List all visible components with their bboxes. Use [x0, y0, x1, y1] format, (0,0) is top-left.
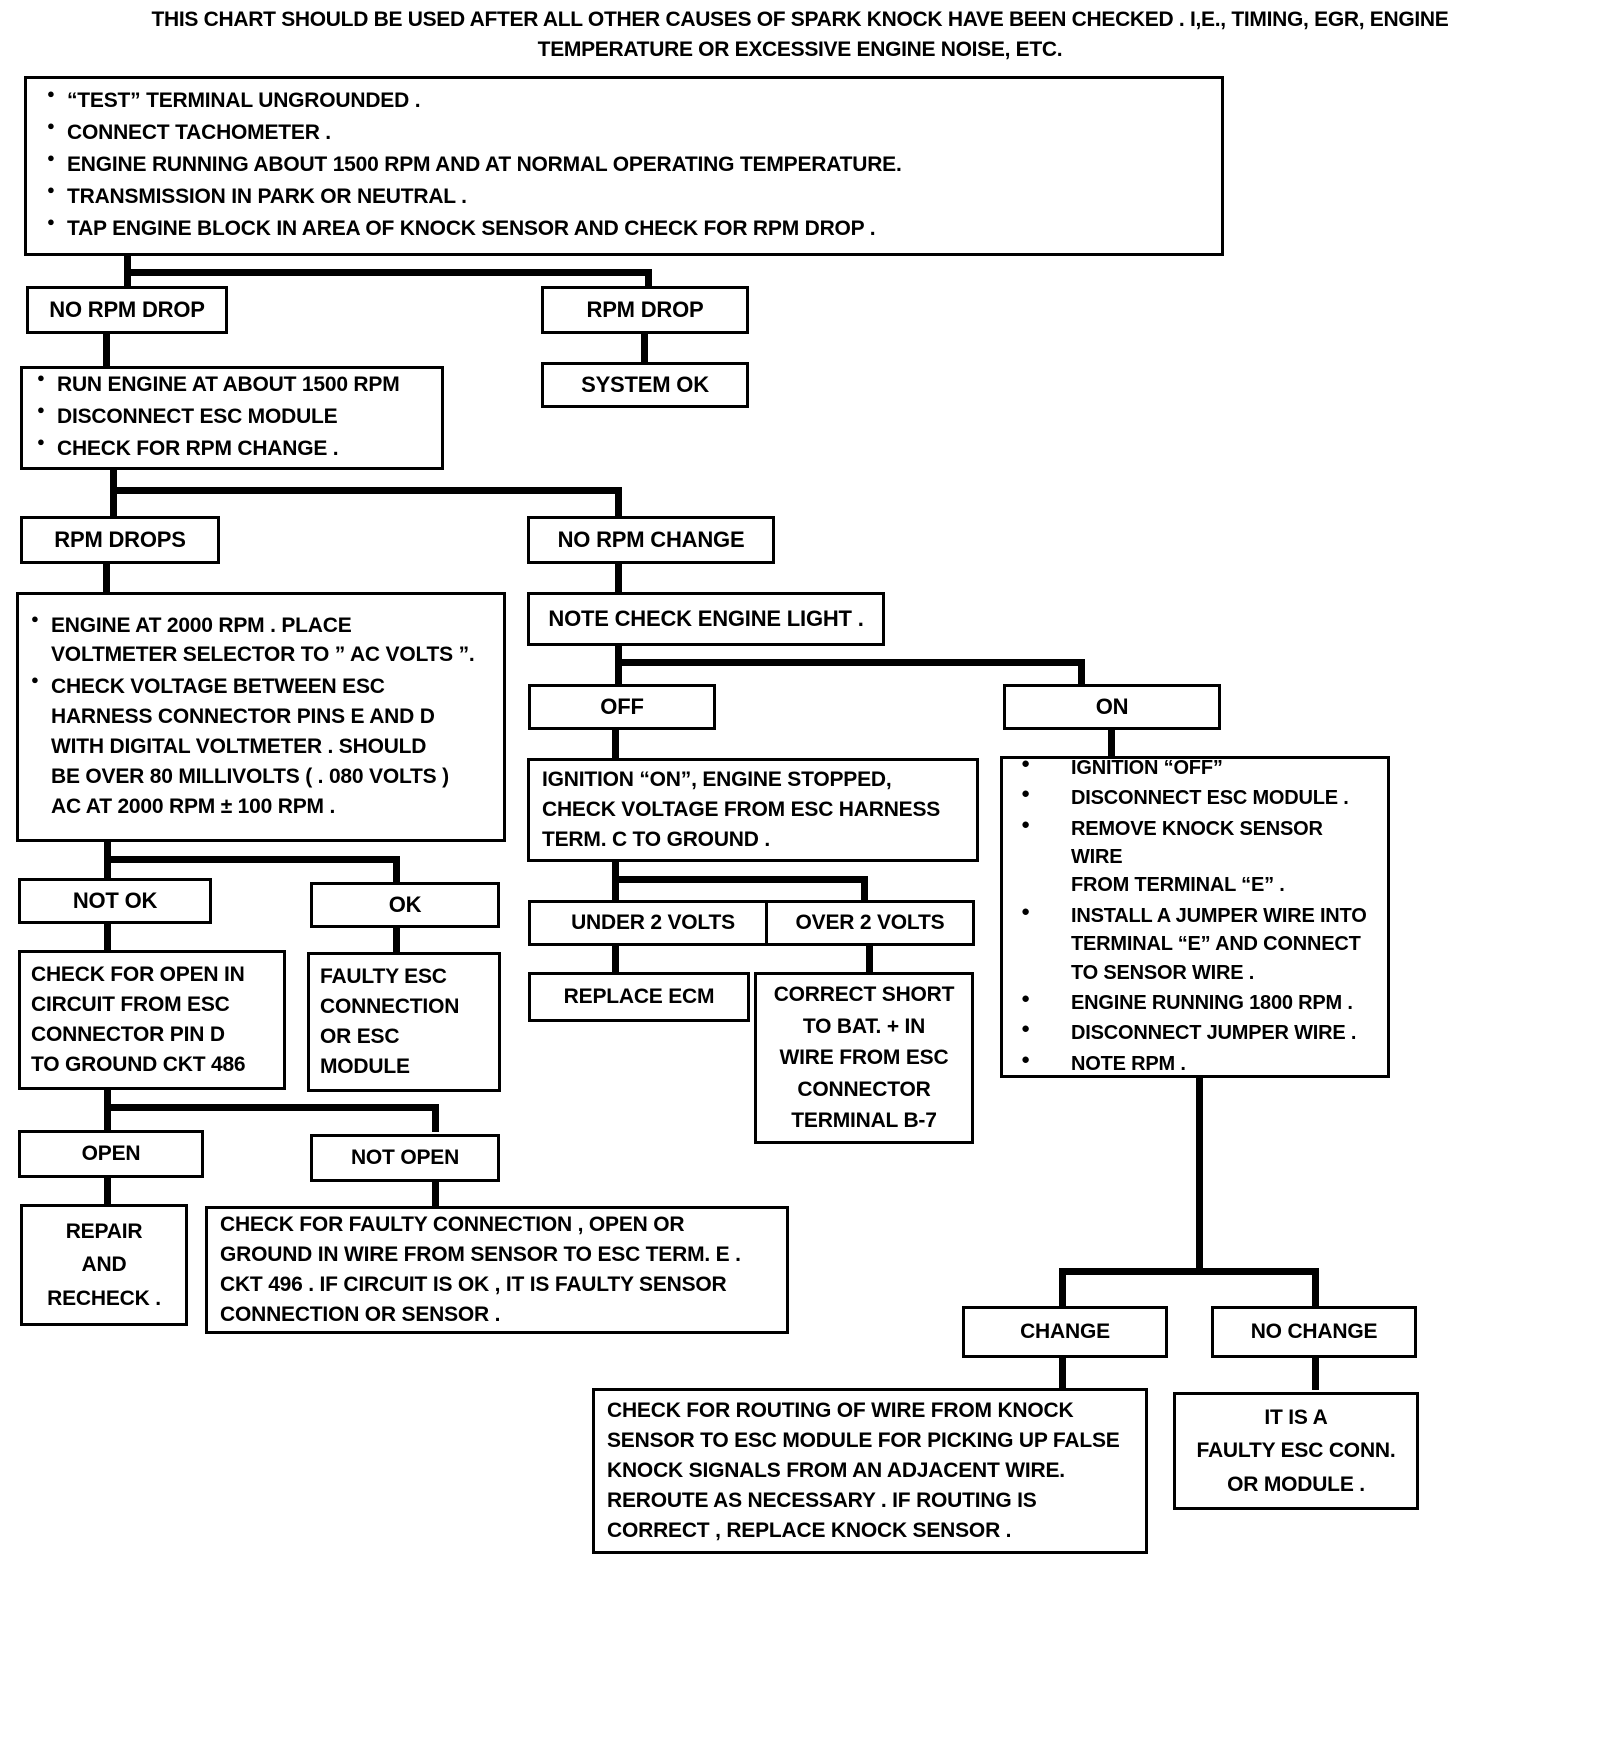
- connector-ignition-off-stub: [1196, 1078, 1203, 1274]
- connector-not-ok-down: [104, 924, 111, 952]
- list-item: DISCONNECT ESC MODULE .: [1013, 783, 1377, 812]
- node-not-ok: NOT OK: [18, 878, 212, 924]
- node-off: OFF: [528, 684, 716, 730]
- connector-check-open-left-drop: [104, 1104, 111, 1132]
- list-item: TRANSMISSION IN PARK OR NEUTRAL .: [47, 181, 1201, 212]
- ignition-off-procedure-box: IGNITION “OFF” DISCONNECT ESC MODULE . R…: [1000, 753, 1390, 1078]
- connector-ignition-off-bus: [1059, 1268, 1319, 1275]
- node-system-ok: SYSTEM OK: [541, 362, 749, 408]
- connector-change-drop: [1059, 1268, 1066, 1306]
- connector-run-engine-stub: [110, 470, 117, 492]
- connector-off-down: [612, 730, 619, 760]
- repair-recheck-box: REPAIR AND RECHECK .: [20, 1204, 188, 1326]
- connector-check-open-right-drop: [432, 1104, 439, 1132]
- connector-no-change-down: [1312, 1358, 1319, 1390]
- connector-note-light-bus: [615, 659, 1085, 666]
- connector-ignition-on-stub: [612, 862, 619, 884]
- it-is-faulty-esc-box: IT IS A FAULTY ESC CONN. OR MODULE .: [1173, 1392, 1419, 1510]
- node-not-open: NOT OPEN: [310, 1134, 500, 1182]
- ignition-on-check-box: IGNITION “ON”, ENGINE STOPPED, CHECK VOL…: [527, 758, 979, 862]
- header-line-2: TEMPERATURE OR EXCESSIVE ENGINE NOISE, E…: [537, 38, 1063, 61]
- connector-no-change-drop: [1312, 1268, 1319, 1306]
- node-rpm-drops: RPM DROPS: [20, 516, 220, 564]
- connector-note-light-right-drop: [1078, 659, 1085, 685]
- correct-short-box: CORRECT SHORT TO BAT. + IN WIRE FROM ESC…: [754, 972, 974, 1144]
- run-engine-box: RUN ENGINE AT ABOUT 1500 RPM DISCONNECT …: [20, 366, 444, 470]
- list-item: ENGINE RUNNING 1800 RPM .: [1013, 988, 1377, 1017]
- list-item: CHECK VOLTAGE BETWEEN ESC HARNESS CONNEC…: [31, 671, 491, 821]
- node-rpm-drop: RPM DROP: [541, 286, 749, 334]
- connector-under2-down: [612, 946, 619, 974]
- list-item: RUN ENGINE AT ABOUT 1500 RPM: [37, 369, 427, 400]
- engine-2000-rpm-box: ENGINE AT 2000 RPM . PLACE VOLTMETER SEL…: [16, 592, 506, 842]
- list-item: “TEST” TERMINAL UNGROUNDED .: [47, 85, 1201, 116]
- connector-check-open-stub: [104, 1090, 111, 1112]
- connector-check-open-bus: [104, 1104, 439, 1111]
- connector-ok-down: [393, 928, 400, 954]
- check-routing-box: CHECK FOR ROUTING OF WIRE FROM KNOCK SEN…: [592, 1388, 1148, 1554]
- check-faulty-connection-box: CHECK FOR FAULTY CONNECTION , OPEN OR GR…: [205, 1206, 789, 1334]
- connector-change-down: [1059, 1358, 1066, 1390]
- list-item: REMOVE KNOCK SENSOR WIRE FROM TERMINAL “…: [1013, 814, 1377, 900]
- connector-no-rpm-drop-to-run-engine: [103, 334, 110, 366]
- node-under-2-volts: UNDER 2 VOLTS: [528, 900, 778, 946]
- start-conditions-box: “TEST” TERMINAL UNGROUNDED . CONNECT TAC…: [24, 76, 1224, 256]
- list-item: TAP ENGINE BLOCK IN AREA OF KNOCK SENSOR…: [47, 213, 1201, 244]
- list-item: IGNITION “OFF”: [1013, 753, 1377, 782]
- note-check-engine-light-box: NOTE CHECK ENGINE LIGHT .: [527, 592, 885, 646]
- node-no-change: NO CHANGE: [1211, 1306, 1417, 1358]
- node-no-rpm-change: NO RPM CHANGE: [527, 516, 775, 564]
- connector-engine2000-stub: [104, 842, 111, 864]
- node-open: OPEN: [18, 1130, 204, 1178]
- connector-start-left-drop: [124, 269, 131, 289]
- connector-start-bus: [124, 269, 652, 276]
- list-item: CONNECT TACHOMETER .: [47, 117, 1201, 148]
- list-item: NOTE RPM .: [1013, 1049, 1377, 1078]
- header-line-1: THIS CHART SHOULD BE USED AFTER ALL OTHE…: [151, 8, 1449, 31]
- list-item: DISCONNECT ESC MODULE: [37, 401, 427, 432]
- connector-rpm-drop-to-system-ok: [641, 334, 648, 364]
- node-over-2-volts: OVER 2 VOLTS: [765, 900, 975, 946]
- list-item: CHECK FOR RPM CHANGE .: [37, 433, 427, 464]
- connector-over2-down: [866, 946, 873, 974]
- node-change: CHANGE: [962, 1306, 1168, 1358]
- connector-not-open-down: [432, 1182, 439, 1208]
- connector-no-rpm-change-down: [615, 564, 622, 594]
- node-no-rpm-drop: NO RPM DROP: [26, 286, 228, 334]
- connector-ignition-on-bus: [612, 876, 868, 883]
- connector-run-engine-left-drop: [110, 487, 117, 517]
- connector-run-engine-bus: [110, 487, 622, 494]
- connector-start-right-drop: [645, 269, 652, 289]
- connector-on-down: [1108, 730, 1115, 758]
- connector-note-light-left-drop: [615, 659, 622, 685]
- node-on: ON: [1003, 684, 1221, 730]
- connector-run-engine-right-drop: [615, 487, 622, 517]
- list-item: ENGINE AT 2000 RPM . PLACE VOLTMETER SEL…: [31, 610, 491, 671]
- connector-engine2000-right-drop: [393, 856, 400, 882]
- connector-rpm-drops-down: [103, 564, 110, 594]
- faulty-esc-box: FAULTY ESC CONNECTION OR ESC MODULE: [307, 952, 501, 1092]
- list-item: ENGINE RUNNING ABOUT 1500 RPM AND AT NOR…: [47, 149, 1201, 180]
- list-item: DISCONNECT JUMPER WIRE .: [1013, 1018, 1377, 1047]
- check-open-circuit-box: CHECK FOR OPEN IN CIRCUIT FROM ESC CONNE…: [18, 950, 286, 1090]
- connector-engine2000-left-drop: [104, 856, 111, 882]
- connector-open-down: [104, 1178, 111, 1206]
- connector-ignition-on-right-drop: [861, 876, 868, 902]
- connector-note-light-stub: [615, 646, 622, 668]
- list-item: INSTALL A JUMPER WIRE INTO TERMINAL “E” …: [1013, 901, 1377, 987]
- connector-ignition-on-left-drop: [612, 876, 619, 902]
- node-replace-ecm: REPLACE ECM: [528, 972, 750, 1022]
- connector-engine2000-bus: [104, 856, 400, 863]
- connector-start-stub: [124, 256, 131, 276]
- node-ok: OK: [310, 882, 500, 928]
